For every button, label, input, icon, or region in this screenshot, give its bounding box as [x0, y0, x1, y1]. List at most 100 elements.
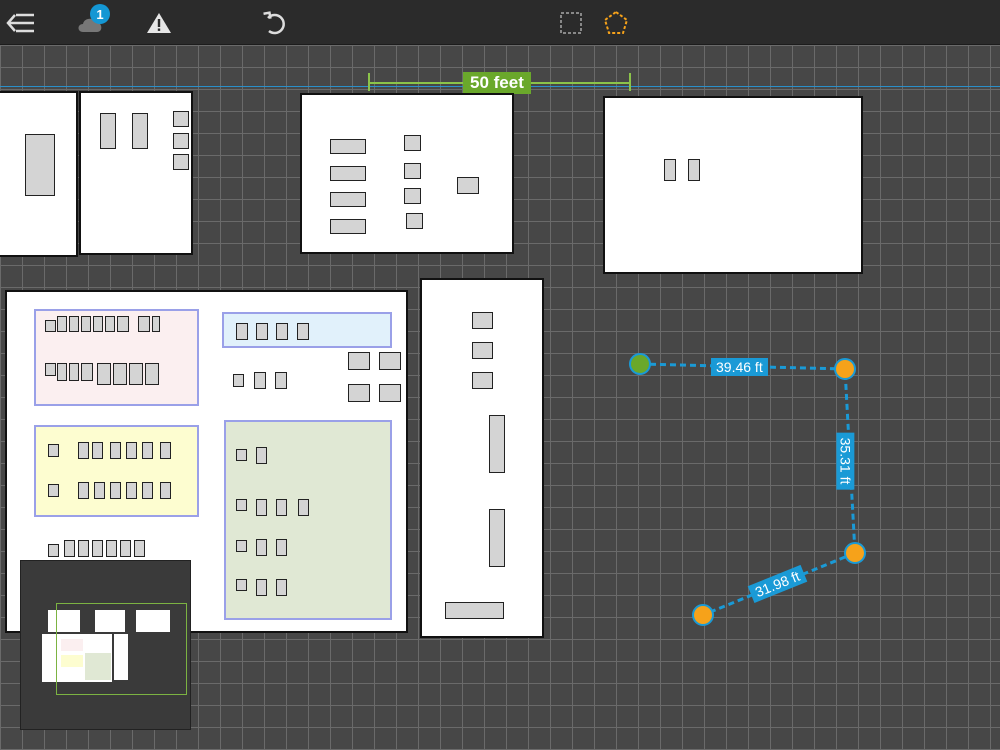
booth[interactable]: [236, 499, 247, 511]
booth[interactable]: [81, 363, 93, 381]
booth[interactable]: [276, 579, 287, 596]
booth[interactable]: [117, 316, 129, 332]
booth[interactable]: [93, 316, 103, 332]
booth[interactable]: [688, 159, 700, 181]
booth[interactable]: [105, 316, 115, 332]
booth[interactable]: [298, 499, 309, 516]
booth[interactable]: [233, 374, 244, 387]
booth[interactable]: [92, 442, 103, 459]
booth[interactable]: [379, 352, 401, 370]
booth[interactable]: [45, 363, 56, 376]
room-outline[interactable]: [300, 93, 514, 254]
booth[interactable]: [348, 384, 370, 402]
booth[interactable]: [256, 447, 267, 464]
booth[interactable]: [173, 154, 189, 170]
minimap[interactable]: [20, 560, 191, 730]
booth[interactable]: [142, 482, 153, 499]
booth[interactable]: [92, 540, 103, 557]
booth[interactable]: [48, 484, 59, 497]
booth[interactable]: [404, 135, 421, 151]
booth[interactable]: [48, 444, 59, 457]
booth[interactable]: [472, 372, 493, 389]
booth[interactable]: [78, 482, 89, 499]
booth[interactable]: [145, 363, 159, 385]
booth[interactable]: [81, 316, 91, 332]
booth[interactable]: [173, 133, 189, 149]
booth[interactable]: [134, 540, 145, 557]
undo-button[interactable]: [258, 6, 292, 40]
booth[interactable]: [276, 539, 287, 556]
booth[interactable]: [404, 188, 421, 204]
booth[interactable]: [120, 540, 131, 557]
booth[interactable]: [69, 316, 79, 332]
booth[interactable]: [489, 415, 505, 473]
booth[interactable]: [97, 363, 111, 385]
booth[interactable]: [25, 134, 55, 196]
room-outline[interactable]: [420, 278, 544, 638]
measure-point[interactable]: [834, 358, 856, 380]
booth[interactable]: [152, 316, 160, 332]
booth[interactable]: [379, 384, 401, 402]
booth[interactable]: [256, 579, 267, 596]
booth[interactable]: [275, 372, 287, 389]
booth[interactable]: [160, 482, 171, 499]
booth[interactable]: [69, 363, 79, 381]
room-outline[interactable]: [79, 91, 193, 255]
booth[interactable]: [236, 323, 248, 340]
booth[interactable]: [276, 499, 287, 516]
booth[interactable]: [126, 482, 137, 499]
zone-pink[interactable]: [34, 309, 199, 406]
booth[interactable]: [142, 442, 153, 459]
room-outline[interactable]: [603, 96, 863, 274]
zone-blue[interactable]: [222, 312, 392, 348]
booth[interactable]: [457, 177, 479, 194]
booth[interactable]: [45, 320, 56, 332]
booth[interactable]: [297, 323, 309, 340]
minimap-viewport[interactable]: [56, 603, 187, 695]
booth[interactable]: [406, 213, 423, 229]
booth[interactable]: [330, 192, 366, 207]
booth[interactable]: [236, 579, 247, 591]
booth[interactable]: [664, 159, 676, 181]
booth[interactable]: [276, 323, 288, 340]
warning-button[interactable]: [142, 6, 176, 40]
booth[interactable]: [94, 482, 105, 499]
booth[interactable]: [138, 316, 150, 332]
booth[interactable]: [132, 113, 148, 149]
booth[interactable]: [113, 363, 127, 385]
zone-green[interactable]: [224, 420, 392, 620]
booth[interactable]: [78, 442, 89, 459]
booth[interactable]: [160, 442, 171, 459]
booth[interactable]: [100, 113, 116, 149]
booth[interactable]: [57, 363, 67, 381]
measure-end-point[interactable]: [692, 604, 714, 626]
booth[interactable]: [404, 163, 421, 179]
booth[interactable]: [57, 316, 67, 332]
booth[interactable]: [445, 602, 504, 619]
booth[interactable]: [106, 540, 117, 557]
booth[interactable]: [256, 499, 267, 516]
booth[interactable]: [78, 540, 89, 557]
booth[interactable]: [330, 139, 366, 154]
booth[interactable]: [129, 363, 143, 385]
booth[interactable]: [472, 342, 493, 359]
polygon-tool-button[interactable]: [599, 6, 633, 40]
booth[interactable]: [110, 442, 121, 459]
room-outline[interactable]: [0, 91, 78, 257]
booth[interactable]: [126, 442, 137, 459]
booth[interactable]: [236, 449, 247, 461]
booth[interactable]: [472, 312, 493, 329]
measure-start-point[interactable]: [629, 353, 651, 375]
booth[interactable]: [489, 509, 505, 567]
booth[interactable]: [330, 219, 366, 234]
booth[interactable]: [256, 539, 267, 556]
booth[interactable]: [173, 111, 189, 127]
back-menu-button[interactable]: [4, 6, 38, 40]
booth[interactable]: [348, 352, 370, 370]
booth[interactable]: [254, 372, 266, 389]
booth[interactable]: [110, 482, 121, 499]
measure-point[interactable]: [844, 542, 866, 564]
booth[interactable]: [48, 544, 59, 557]
rect-select-button[interactable]: [554, 6, 588, 40]
floor-plan-canvas[interactable]: 50 feet: [0, 45, 1000, 750]
